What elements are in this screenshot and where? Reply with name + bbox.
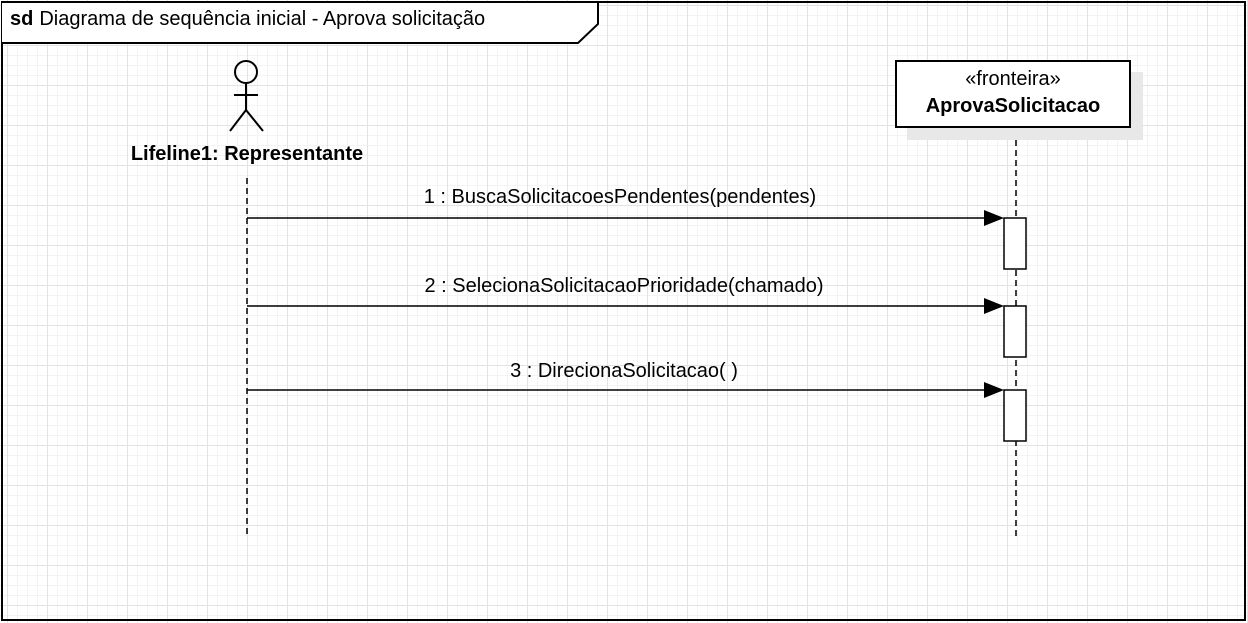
frame-keyword: sd: [10, 8, 34, 30]
activation-bar: [1003, 305, 1027, 358]
message-arrow: [247, 210, 1004, 226]
frame-title-tab: [2, 1, 599, 44]
boundary-lifeline-head: «fronteira» AprovaSolicitacao: [895, 60, 1131, 128]
boundary-stereotype: «fronteira»: [965, 68, 1061, 90]
message-label: 3 : DirecionaSolicitacao( ): [510, 360, 738, 382]
boundary-name: AprovaSolicitacao: [925, 95, 1101, 117]
frame-title-text: Diagrama de sequência inicial - Aprova s…: [39, 8, 486, 30]
message-label: 2 : SelecionaSolicitacaoPrioridade(chama…: [424, 275, 824, 297]
message-arrow: [247, 382, 1004, 398]
actor-label: Lifeline1: Representante: [130, 143, 364, 165]
message-label: 1 : BuscaSolicitacoesPendentes(pendentes…: [423, 186, 817, 208]
message-arrow: [247, 298, 1004, 314]
actor-stick-figure-icon: [229, 60, 264, 132]
activation-bar: [1003, 389, 1027, 442]
activation-bar: [1003, 217, 1027, 270]
